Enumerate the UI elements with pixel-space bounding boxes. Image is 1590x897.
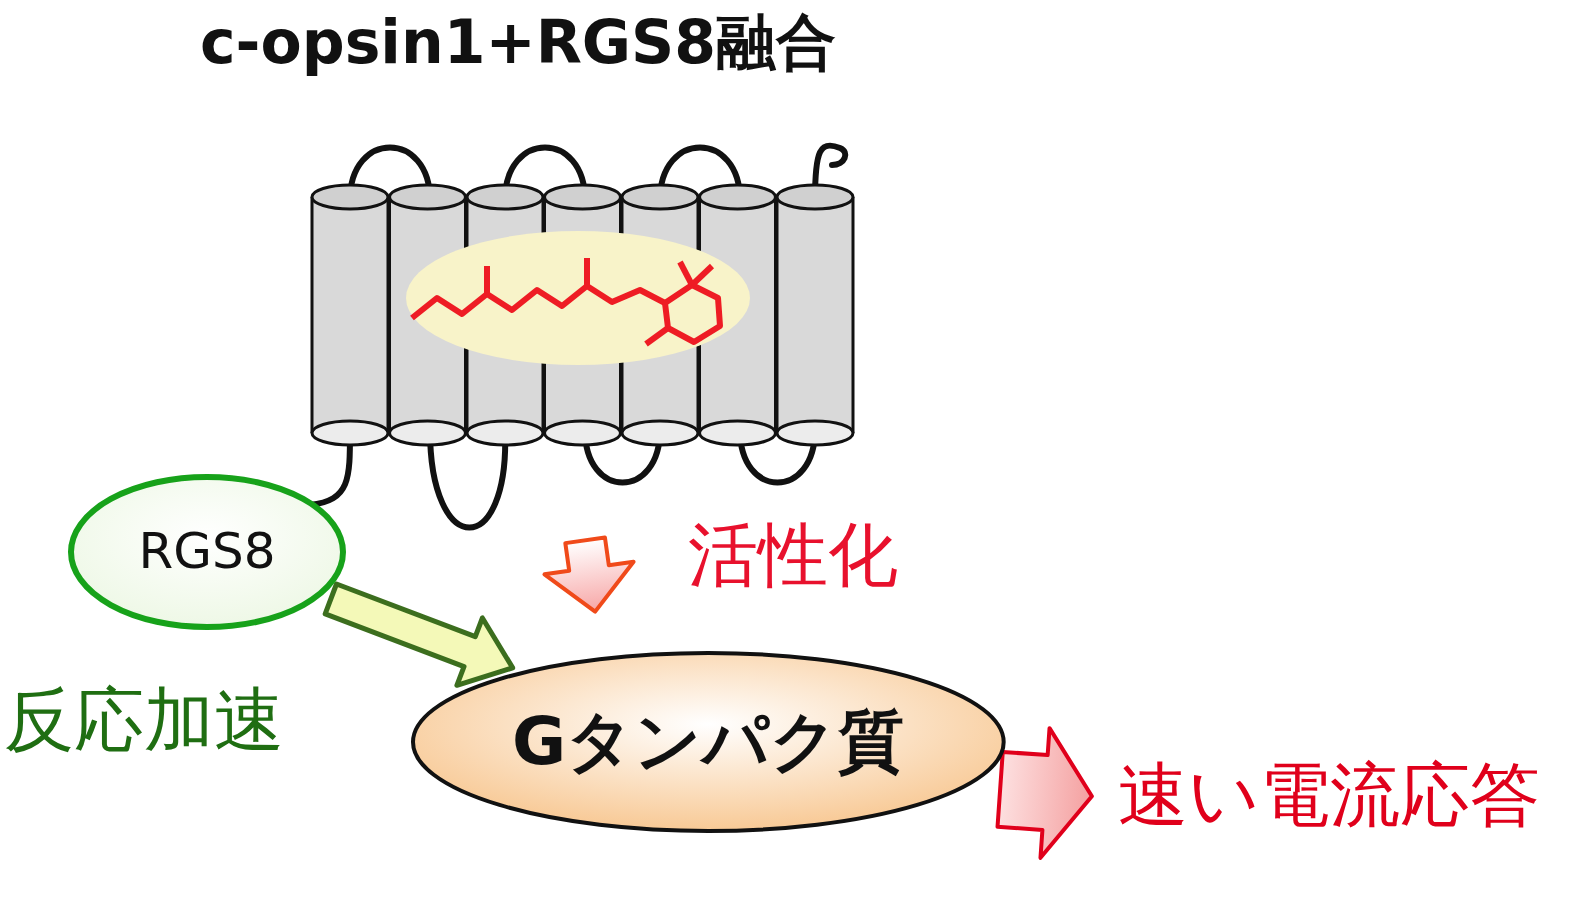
- node-text-wrap: RGS8: [138, 523, 275, 581]
- diagram-title: c-opsin1+RGS8融合: [200, 8, 836, 77]
- transmembrane-helices: [312, 185, 853, 445]
- response-label: 速い電流応答: [1118, 755, 1540, 836]
- retinal-molecule: [412, 258, 720, 344]
- response-arrow: [996, 725, 1097, 861]
- edge-label: 反応加速: [4, 680, 284, 761]
- protein-loops: [310, 146, 845, 528]
- node-label: RGS8: [138, 523, 275, 581]
- activation-arrow: [541, 534, 640, 618]
- g-protein-ellipse: Gタンパク質: [409, 649, 1008, 835]
- node-label: Gタンパク質: [512, 704, 904, 780]
- activation-label: 活性化: [688, 515, 898, 596]
- retinal-pocket: [406, 231, 750, 365]
- node-text-wrap: Gタンパク質: [512, 704, 904, 780]
- rgs8-ellipse: RGS8: [65, 471, 349, 633]
- acceleration-arrow: [325, 584, 513, 685]
